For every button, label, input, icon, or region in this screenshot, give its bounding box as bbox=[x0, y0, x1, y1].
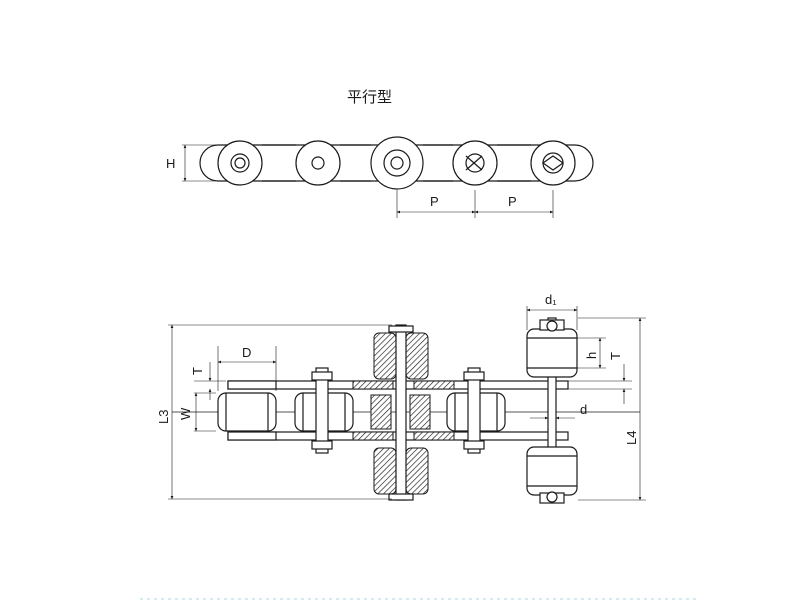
roller-3 bbox=[370, 136, 424, 190]
drawing-title: 平行型 bbox=[347, 88, 392, 106]
label-W: W bbox=[178, 407, 193, 420]
roller-5 bbox=[530, 140, 576, 186]
label-T-left: T bbox=[190, 367, 205, 375]
label-T-right: T bbox=[608, 352, 623, 360]
roller-4 bbox=[452, 140, 498, 186]
label-d1: d₁ bbox=[545, 292, 557, 307]
top-view: L3 W T D d₁ h T d L4 bbox=[156, 292, 646, 504]
label-d: d bbox=[580, 402, 587, 417]
label-L4: L4 bbox=[624, 431, 639, 445]
label-h: h bbox=[584, 352, 599, 359]
side-view: H P P bbox=[166, 136, 594, 218]
roller-1 bbox=[217, 140, 263, 186]
roller-2 bbox=[295, 140, 341, 186]
label-P-2: P bbox=[508, 194, 517, 209]
label-P-1: P bbox=[430, 194, 439, 209]
label-L3: L3 bbox=[156, 410, 171, 424]
label-D: D bbox=[242, 345, 251, 360]
label-H: H bbox=[166, 156, 175, 171]
